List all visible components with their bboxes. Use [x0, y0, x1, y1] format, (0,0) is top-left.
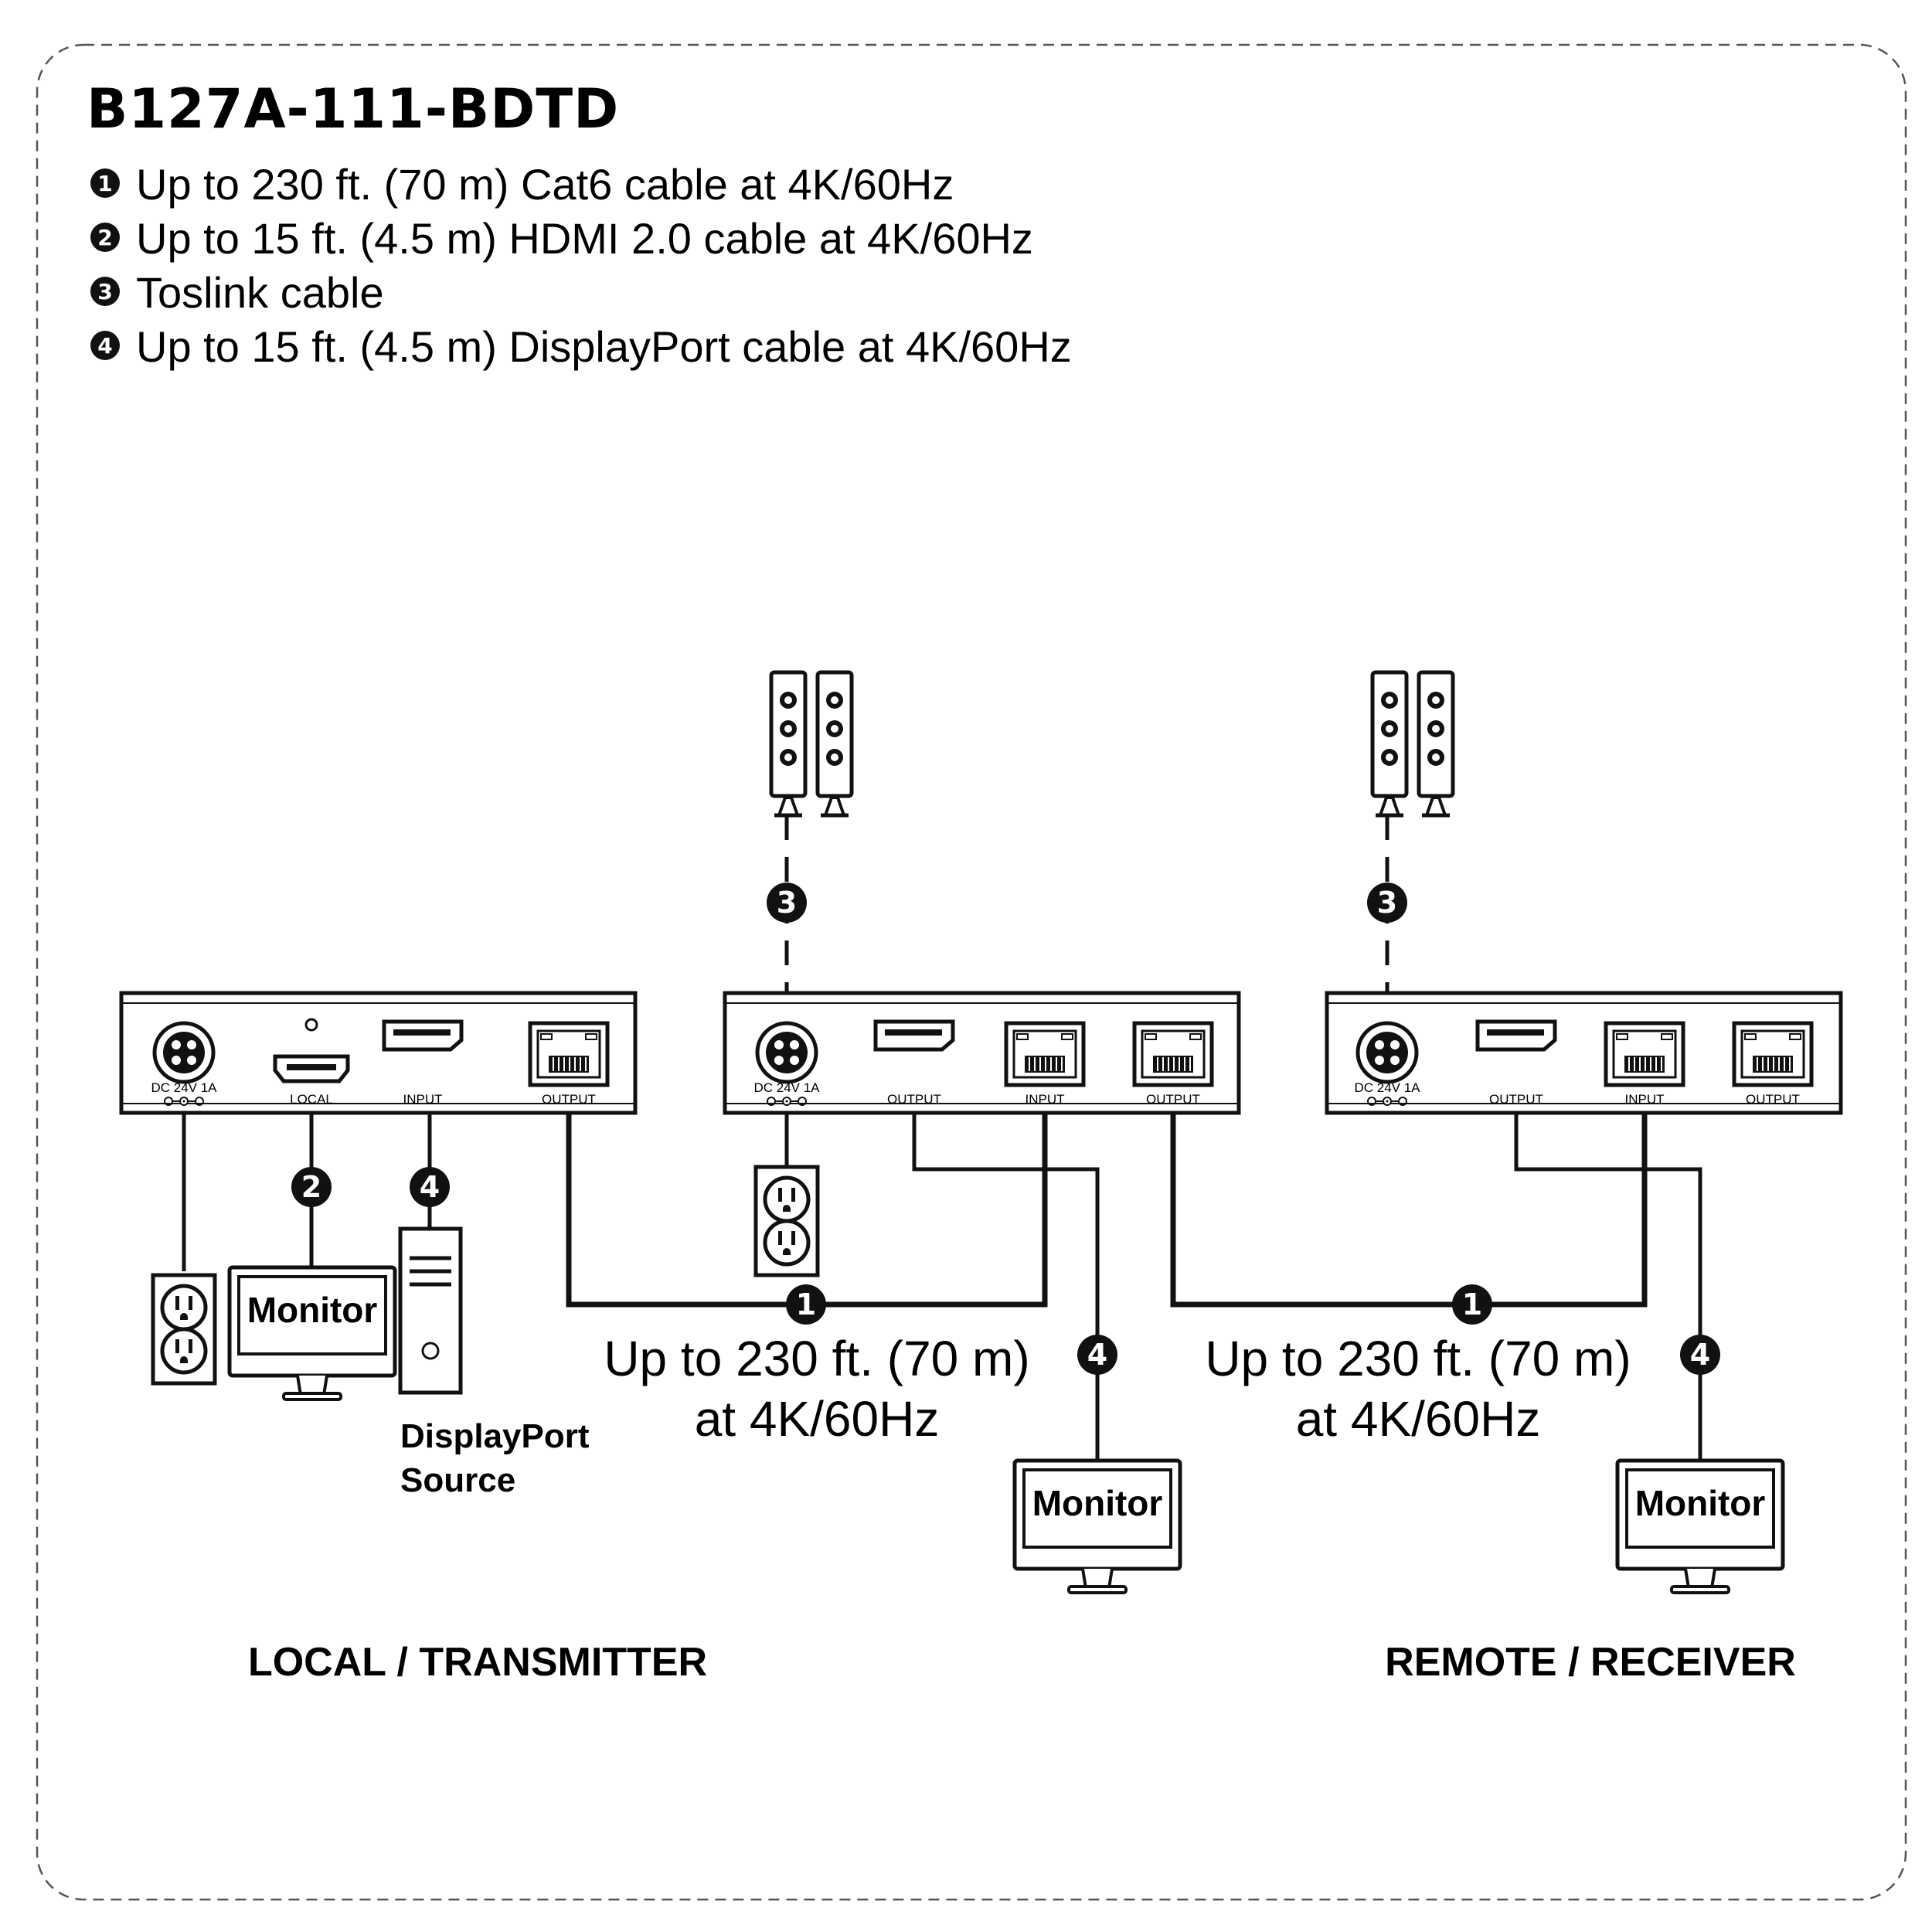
receiver-unit-2: DC 24V 1A OUTPUT INPUT OUTPUT — [1325, 991, 1843, 1115]
monitor-icon — [1015, 1461, 1180, 1593]
cable-label-line2: at 4K/60Hz — [695, 1391, 940, 1447]
port-label-local: LOCAL — [290, 1092, 333, 1107]
legend-text-1: Up to 230 ft. (70 m) Cat6 cable at 4K/60… — [136, 160, 954, 209]
legend-text-4: Up to 15 ft. (4.5 m) DisplayPort cable a… — [136, 322, 1072, 371]
svg-text:4: 4 — [1087, 1338, 1107, 1372]
cable-label-1: Up to 230 ft. (70 m) at 4K/60Hz — [604, 1331, 1029, 1447]
power-outlet-icon — [756, 1167, 818, 1275]
port-label-output: OUTPUT — [1746, 1092, 1800, 1107]
hdmi-port-icon — [275, 1056, 348, 1081]
port-label-output: OUTPUT — [887, 1092, 941, 1107]
led-indicator — [304, 1018, 318, 1032]
rj45-port-icon — [1006, 1023, 1083, 1085]
svg-text:4: 4 — [97, 333, 112, 359]
remote-monitor-2: Monitor — [1617, 1461, 1783, 1593]
monitor-label: Monitor — [1635, 1483, 1766, 1523]
port-label-output: OUTPUT — [542, 1092, 596, 1107]
legend: 1 Up to 230 ft. (70 m) Cat6 cable at 4K/… — [90, 160, 1072, 371]
power-label: DC 24V 1A — [151, 1080, 217, 1095]
badge-4: 4 — [1680, 1335, 1720, 1375]
legend-text-2: Up to 15 ft. (4.5 m) HDMI 2.0 cable at 4… — [136, 214, 1033, 263]
svg-text:2: 2 — [301, 1170, 321, 1204]
displayport-icon — [384, 1022, 461, 1049]
svg-text:3: 3 — [1377, 886, 1397, 920]
svg-text:3: 3 — [777, 886, 797, 920]
power-label: DC 24V 1A — [753, 1080, 820, 1095]
speaker-icon — [771, 672, 852, 815]
badge-4: 4 — [410, 1167, 450, 1207]
power-label: DC 24V 1A — [1354, 1080, 1420, 1095]
port-label-output: OUTPUT — [1489, 1092, 1543, 1107]
badge-2: 2 — [291, 1167, 332, 1207]
svg-text:3: 3 — [97, 279, 112, 304]
dp-cable-monitor-1 — [912, 1113, 1100, 1461]
port-label-input: INPUT — [403, 1092, 443, 1107]
legend-item-3: 3 Toslink cable — [90, 268, 384, 317]
badge-3: 3 — [767, 883, 807, 923]
section-label-local: LOCAL / TRANSMITTER — [248, 1640, 707, 1685]
svg-text:4: 4 — [1690, 1338, 1710, 1372]
dp-cable-monitor-2 — [1514, 1113, 1702, 1461]
receiver-unit-1: DC 24V 1A OUTPUT INPUT OUTPUT — [723, 991, 1241, 1115]
power-jack-icon — [1358, 1023, 1417, 1082]
badge-3: 3 — [1367, 883, 1407, 923]
speaker-icon — [1372, 672, 1453, 815]
legend-item-1: 1 Up to 230 ft. (70 m) Cat6 cable at 4K/… — [90, 160, 954, 209]
pc-tower-icon — [398, 1226, 463, 1395]
legend-item-4: 4 Up to 15 ft. (4.5 m) DisplayPort cable… — [90, 322, 1072, 371]
badge-1: 1 — [786, 1284, 826, 1325]
displayport-icon — [876, 1022, 953, 1049]
page-frame — [36, 43, 1907, 1901]
cable-label-line1: Up to 230 ft. (70 m) — [1205, 1331, 1631, 1386]
svg-text:1: 1 — [97, 171, 112, 196]
remote-monitor-1: Monitor — [1015, 1461, 1180, 1593]
monitor-label: Monitor — [247, 1290, 378, 1330]
section-label-remote: REMOTE / RECEIVER — [1385, 1640, 1796, 1685]
power-jack-icon — [155, 1023, 213, 1082]
cat6-cable-2 — [1170, 1113, 1648, 1308]
monitor-label: Monitor — [1032, 1483, 1163, 1523]
source-label-line1: DisplayPort — [400, 1417, 590, 1455]
monitor-icon — [230, 1267, 395, 1400]
cable-badges: 2 4 1 1 4 4 3 3 — [291, 883, 1720, 1375]
rj45-port-icon — [1734, 1023, 1811, 1085]
transmitter-unit: DC 24V 1A LOCAL INPUT OUTPUT — [119, 991, 638, 1115]
legend-item-2: 2 Up to 15 ft. (4.5 m) HDMI 2.0 cable at… — [90, 214, 1033, 263]
monitor-icon — [1617, 1461, 1783, 1593]
power-jack-icon — [757, 1023, 816, 1082]
svg-text:4: 4 — [420, 1170, 440, 1204]
svg-text:2: 2 — [97, 225, 112, 250]
local-monitor: Monitor — [230, 1267, 395, 1400]
cable-label-line2: at 4K/60Hz — [1296, 1391, 1541, 1447]
rj45-port-icon — [1606, 1023, 1683, 1085]
cable-label-line1: Up to 230 ft. (70 m) — [604, 1331, 1029, 1386]
displayport-icon — [1478, 1022, 1555, 1049]
svg-text:1: 1 — [796, 1287, 816, 1321]
svg-text:1: 1 — [1462, 1287, 1482, 1321]
source-label-line2: Source — [400, 1461, 515, 1499]
badge-4: 4 — [1077, 1335, 1117, 1375]
port-label-input: INPUT — [1026, 1092, 1065, 1107]
badge-1: 1 — [1452, 1284, 1492, 1325]
power-outlet-icon — [153, 1275, 215, 1383]
page-title: B127A-111-BDTD — [87, 77, 619, 141]
rj45-port-icon — [1134, 1023, 1212, 1085]
port-label-input: INPUT — [1625, 1092, 1665, 1107]
displayport-source: DisplayPort Source — [398, 1226, 590, 1499]
cable-label-2: Up to 230 ft. (70 m) at 4K/60Hz — [1205, 1331, 1631, 1447]
port-label-output: OUTPUT — [1146, 1092, 1200, 1107]
rj45-port-icon — [530, 1023, 607, 1085]
legend-text-3: Toslink cable — [136, 268, 384, 317]
